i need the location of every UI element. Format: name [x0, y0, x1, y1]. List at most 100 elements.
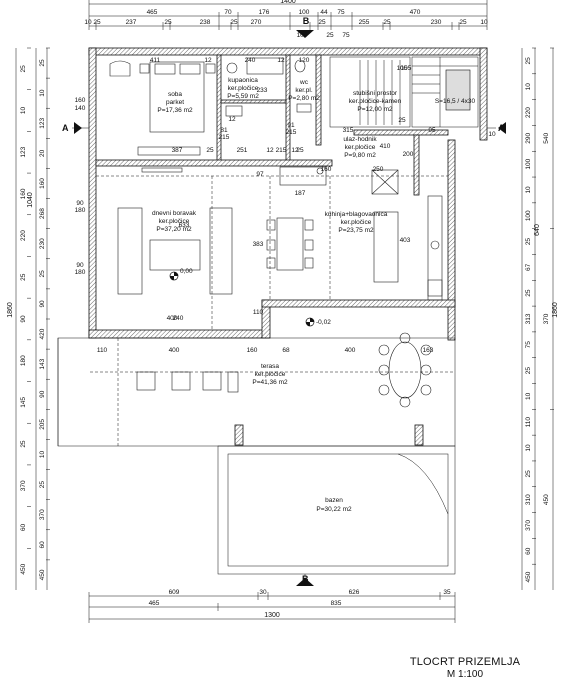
- svg-text:ker.pločice-kamen: ker.pločice-kamen: [349, 98, 402, 105]
- svg-text:835: 835: [331, 600, 342, 607]
- interior-dimension-label: 403: [400, 237, 411, 244]
- interior-dimension-label: 12: [277, 57, 285, 64]
- bottom-dimensions: 609 30 626 35 465 835 1300: [88, 589, 456, 623]
- dimension-label: 143: [39, 358, 46, 369]
- interior-dimension-label: 12: [228, 116, 236, 123]
- interior-dimension-label: 110: [97, 347, 108, 354]
- room-bazen: bazen P=30,22 m2: [316, 497, 352, 513]
- svg-text:P=9,80 m2: P=9,80 m2: [344, 152, 376, 159]
- svg-text:255: 255: [359, 19, 370, 26]
- svg-text:35: 35: [443, 589, 451, 596]
- svg-text:238: 238: [200, 19, 211, 26]
- svg-text:1300: 1300: [264, 612, 280, 619]
- interior-dimension-label: 180: [75, 207, 86, 214]
- dimension-label: 10: [39, 451, 46, 459]
- interior-dimension-label: 383: [253, 241, 264, 248]
- svg-text:ulaz-hodnik: ulaz-hodnik: [343, 136, 377, 143]
- svg-text:270: 270: [251, 19, 262, 26]
- svg-text:kupaonica: kupaonica: [228, 77, 258, 84]
- dimension-label: 110: [525, 417, 532, 428]
- interior-dimension-label: 110: [253, 309, 264, 316]
- interior-dimension-label: 25: [206, 147, 214, 154]
- interior-dimension-label: 400: [169, 347, 180, 354]
- svg-text:P=12,00 m2: P=12,00 m2: [357, 106, 393, 113]
- dimension-label: 100: [525, 158, 532, 169]
- interior-dimension-label: 10: [488, 131, 496, 138]
- interior-dimension-label: 105: [401, 65, 412, 72]
- section-marks: A A B: [62, 122, 506, 586]
- interior-dimension-label: 140: [75, 105, 86, 112]
- dimension-label: 205: [39, 419, 46, 430]
- room-kupaonica: kupaonica ker.pločice P=5,59 m2: [227, 77, 259, 100]
- svg-text:25: 25: [318, 19, 326, 26]
- svg-text:terasa: terasa: [261, 363, 279, 370]
- interior-dimension-label: 90: [76, 262, 84, 269]
- dimension-label: 90: [39, 300, 46, 308]
- interior-dimension-label: 410: [380, 143, 391, 150]
- drawing-title: TLOCRT PRIZEMLJA: [409, 656, 521, 668]
- interior-dimension-label: 215: [276, 147, 287, 154]
- dimension-label: 10: [525, 186, 532, 194]
- interior-dimension-label: 81: [220, 127, 228, 134]
- svg-text:stubišni prostor: stubišni prostor: [353, 90, 398, 97]
- room-boravak: dnevni boravak ker.pločice P=37,20 m2: [152, 210, 197, 233]
- room-terasa: terasa ker.pločice P=41,36 m2: [252, 363, 288, 386]
- dimension-label: 25: [20, 273, 27, 281]
- svg-text:P=2,80 m2: P=2,80 m2: [288, 95, 320, 102]
- interior-dimension-label: 12: [291, 147, 299, 154]
- svg-text:176: 176: [259, 9, 270, 16]
- svg-text:ker.pločice: ker.pločice: [228, 85, 259, 92]
- interior-dimension-label: 25: [326, 32, 334, 39]
- dimension-label: 60: [39, 541, 46, 549]
- interior-dimension-label: 95: [428, 127, 436, 134]
- level-markers: 0,00 -0,02: [169, 268, 331, 327]
- svg-text:25: 25: [230, 19, 238, 26]
- svg-text:P=41,36 m2: P=41,36 m2: [252, 379, 288, 386]
- svg-text:465: 465: [149, 600, 160, 607]
- svg-text:25: 25: [383, 19, 391, 26]
- interior-dimension-label: 163: [423, 347, 434, 354]
- svg-text:470: 470: [410, 9, 421, 16]
- dimension-label: 60: [20, 523, 27, 531]
- stair-spec: S=16,5 / 4x30: [435, 98, 476, 105]
- svg-text:70: 70: [224, 9, 232, 16]
- svg-text:soba: soba: [168, 91, 182, 98]
- dimension-label: 25: [525, 238, 532, 246]
- dimension-label: 450: [20, 563, 27, 574]
- dimension-label: 123: [39, 117, 46, 128]
- level-main: 0,00: [180, 268, 193, 275]
- svg-text:1860: 1860: [552, 302, 559, 318]
- dimension-label: 25: [39, 59, 46, 67]
- interior-dimension-label: 160: [247, 347, 258, 354]
- svg-text:626: 626: [349, 589, 360, 596]
- dimension-label: 220: [525, 107, 532, 118]
- svg-text:ker.pločice: ker.pločice: [255, 371, 286, 378]
- dimension-label: 25: [525, 57, 532, 65]
- svg-text:25: 25: [459, 19, 467, 26]
- dimension-label: 370: [39, 509, 46, 520]
- dimension-label: 60: [525, 547, 532, 555]
- dimension-label: 25: [525, 470, 532, 478]
- svg-text:640: 640: [534, 224, 541, 236]
- svg-text:1860: 1860: [7, 302, 14, 318]
- dimension-label: 370: [20, 480, 27, 491]
- svg-text:75: 75: [337, 9, 345, 16]
- drawing-scale: M 1:100: [446, 669, 484, 680]
- left-dimensions: 1860 1040 251012320160268230259042014390…: [7, 47, 50, 590]
- interior-dimension-label: 12: [266, 147, 274, 154]
- interior-dimension-label: 387: [172, 147, 183, 154]
- svg-text:bazen: bazen: [325, 497, 343, 504]
- dimension-label: 100: [525, 210, 532, 221]
- dimension-label: 220: [20, 230, 27, 241]
- svg-text:kuhinja+blagovaonica: kuhinja+blagovaonica: [325, 211, 388, 218]
- svg-text:parket: parket: [166, 99, 184, 106]
- dimension-label: 145: [20, 397, 27, 408]
- interior-dimension-label: 411: [150, 57, 161, 64]
- walls: [88, 47, 488, 341]
- interior-dimension-label: 75: [342, 32, 350, 39]
- interior-dimension-label: 90: [76, 200, 84, 207]
- dimension-label: 180: [20, 355, 27, 366]
- interior-dimension-label: 233: [257, 87, 268, 94]
- interior-dimension-label: 91: [287, 122, 295, 129]
